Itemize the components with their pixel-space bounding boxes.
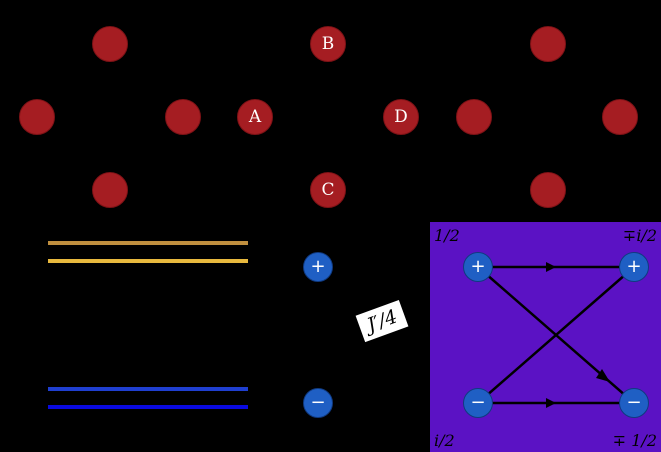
inset-label-top-left: 1/2 <box>434 226 460 245</box>
inset-label-bottom-left: i/2 <box>434 431 455 450</box>
charge-minus: − <box>303 388 333 418</box>
lattice-node <box>530 26 566 62</box>
charge-minus-sign: − <box>310 392 326 413</box>
inset-node-plus-left-sign: + <box>470 256 486 277</box>
lattice-node <box>92 26 128 62</box>
lattice-node-c-label: C <box>321 179 335 200</box>
lattice-node <box>165 99 201 135</box>
inset-node-minus-left-sign: − <box>470 392 486 413</box>
lattice-node <box>92 172 128 208</box>
inset-node-plus-right-sign: + <box>626 256 642 277</box>
inset-node-plus-left: + <box>463 252 493 282</box>
inset-panel: + + − − 1/2 ∓i/2 i/2 ∓ 1/2 <box>430 222 661 452</box>
lattice-node <box>19 99 55 135</box>
inset-node-minus-right: − <box>619 388 649 418</box>
inset-label-top-right: ∓i/2 <box>622 226 657 245</box>
energy-level-upper-1 <box>48 241 248 245</box>
lattice-node <box>456 99 492 135</box>
inset-node-minus-left: − <box>463 388 493 418</box>
lattice-node-d: D <box>383 99 419 135</box>
lattice-node-d-label: D <box>394 106 408 127</box>
lattice-node-b-label: B <box>321 33 335 54</box>
lattice-node-c: C <box>310 172 346 208</box>
lattice-node-a-label: A <box>248 106 262 127</box>
charge-plus-sign: + <box>310 256 326 277</box>
lattice-node-b: B <box>310 26 346 62</box>
lattice-node <box>602 99 638 135</box>
coupling-label: J′/4 <box>355 299 409 343</box>
energy-level-upper-2 <box>48 259 248 263</box>
inset-node-minus-right-sign: − <box>626 392 642 413</box>
lattice-node <box>530 172 566 208</box>
lattice-node-a: A <box>237 99 273 135</box>
inset-label-bottom-right: ∓ 1/2 <box>612 431 657 450</box>
energy-level-lower-1 <box>48 387 248 391</box>
inset-node-plus-right: + <box>619 252 649 282</box>
charge-plus: + <box>303 252 333 282</box>
energy-level-lower-2 <box>48 405 248 409</box>
